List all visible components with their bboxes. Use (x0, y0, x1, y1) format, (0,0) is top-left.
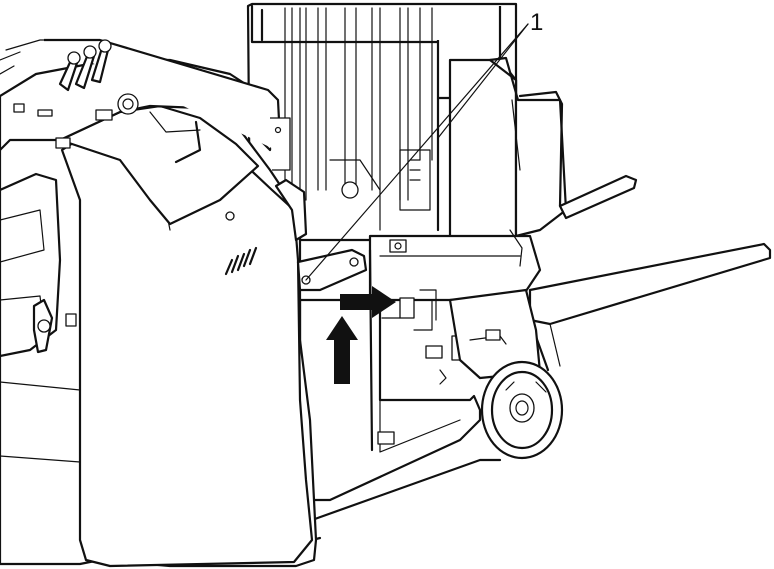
forks (528, 174, 772, 372)
operator-compartment (0, 38, 368, 568)
arrow-right-icon (340, 286, 396, 318)
leader-line-upper (437, 23, 529, 139)
mast (246, 2, 568, 302)
callout-1: 1 (305, 9, 543, 281)
leader-line-lower (305, 23, 529, 281)
front-wheel (480, 360, 564, 460)
callout-number: 1 (530, 9, 543, 36)
arrow-up-icon (326, 316, 358, 384)
